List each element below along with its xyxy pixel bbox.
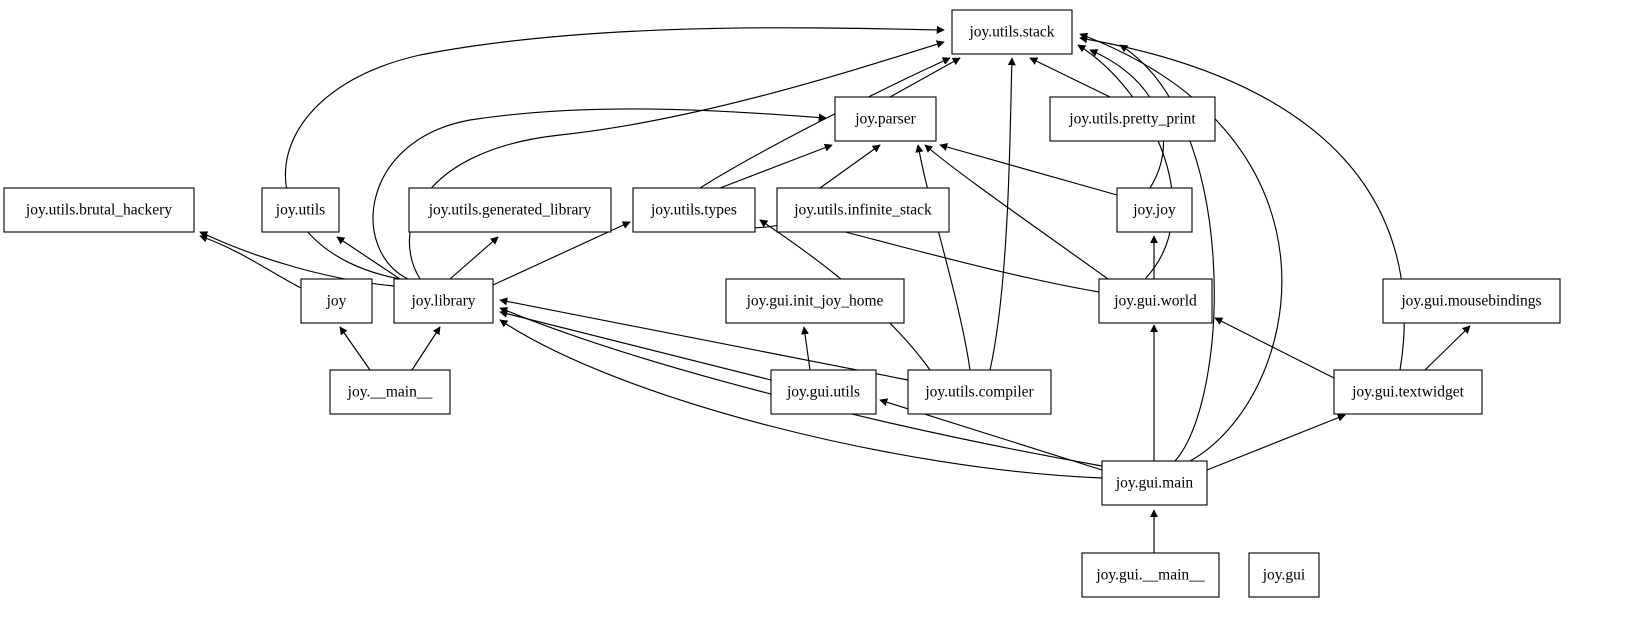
node-box xyxy=(907,369,1052,415)
node-box xyxy=(1248,552,1320,598)
node-label: joy.parser xyxy=(854,111,916,128)
node-joy-gui-mousebindings[interactable]: joy.gui.mousebindings xyxy=(1382,278,1561,324)
node-box xyxy=(1116,187,1193,233)
edge-textwidget-to-mousebindings xyxy=(1424,325,1471,371)
node-layer: joy.utils.stack joy.parser joy.utils.prett… xyxy=(3,9,1561,598)
edge-guiutils-to-initjoyhome xyxy=(801,326,811,371)
edge-compiler-to-parser xyxy=(915,144,971,371)
node-label: joy.gui.init_joy_home xyxy=(746,293,884,310)
node-label: joy.utils.stack xyxy=(968,24,1054,41)
node-box xyxy=(3,187,195,233)
edge-library-to-stack xyxy=(284,25,945,280)
edge-guimain-to-textwidget xyxy=(1206,413,1346,471)
node-box xyxy=(329,369,451,415)
edge-library-to-generatedlibrary xyxy=(449,236,499,280)
edge-library-to-stack-b xyxy=(408,40,945,280)
edge-types-to-stack xyxy=(699,57,951,189)
node-box xyxy=(1049,96,1216,142)
node-box xyxy=(1333,369,1483,415)
node-box xyxy=(632,187,756,233)
node-joy-library[interactable]: joy.library xyxy=(393,278,494,324)
edge-guimain-to-joyjoy xyxy=(1119,44,1215,462)
edge-library-to-utils xyxy=(336,236,401,280)
edge-guiutils-to-library xyxy=(499,309,772,381)
node-label: joy.gui.textwidget xyxy=(1351,384,1464,401)
edge-joy-to-brutalhackery xyxy=(199,234,302,289)
node-joy-gui-main[interactable]: joy.gui.main xyxy=(1101,460,1208,506)
node-label: joy.utils.pretty_print xyxy=(1068,111,1196,128)
node-joy[interactable]: joy xyxy=(300,278,373,324)
node-label: joy.gui.utils xyxy=(786,384,860,401)
node-label: joy xyxy=(326,293,347,310)
node-box xyxy=(261,187,340,233)
edge-infinitestack-to-parser xyxy=(819,144,881,189)
node-joy-gui-textwidget[interactable]: joy.gui.textwidget xyxy=(1333,369,1483,415)
node-box xyxy=(408,187,612,233)
node-box xyxy=(393,278,494,324)
node-joy-gui-utils[interactable]: joy.gui.utils xyxy=(770,369,877,415)
node-joy-utils-stack[interactable]: joy.utils.stack xyxy=(951,9,1073,55)
node-label: joy.gui.__main__ xyxy=(1095,567,1205,584)
node-box xyxy=(770,369,877,415)
node-box xyxy=(300,278,373,324)
node-joy-parser[interactable]: joy.parser xyxy=(834,96,937,142)
node-joy-utils-compiler[interactable]: joy.utils.compiler xyxy=(907,369,1052,415)
node-joy-utils-pretty-print[interactable]: joy.utils.pretty_print xyxy=(1049,96,1216,142)
edge-compiler-to-library xyxy=(499,297,909,381)
node-box xyxy=(1098,278,1213,324)
node-label: joy.utils.generated_library xyxy=(428,202,592,219)
edge-world-to-stack xyxy=(1077,44,1174,280)
node-box xyxy=(725,278,905,324)
node-label: joy.gui.mousebindings xyxy=(1400,293,1541,310)
node-box xyxy=(776,187,950,233)
edge-compiler-to-stack xyxy=(989,57,1016,371)
node-joy---main--[interactable]: joy.__main__ xyxy=(329,369,451,415)
node-joy-gui-world[interactable]: joy.gui.world xyxy=(1098,278,1213,324)
node-box xyxy=(951,9,1073,55)
edge-world-to-parser xyxy=(924,144,1109,280)
node-joy-utils[interactable]: joy.utils xyxy=(261,187,340,233)
node-label: joy.utils.infinite_stack xyxy=(793,202,932,219)
node-box xyxy=(1101,460,1208,506)
node-label: joy.joy xyxy=(1132,202,1176,219)
node-joy-joy[interactable]: joy.joy xyxy=(1116,187,1193,233)
edge-textwidget-to-world xyxy=(1214,317,1335,379)
node-label: joy.utils.types xyxy=(650,202,737,219)
node-box xyxy=(1382,278,1561,324)
edge-library-to-brutalhackery xyxy=(199,231,395,287)
edge-compiler-to-types xyxy=(759,219,931,371)
node-joy-gui-init-joy-home[interactable]: joy.gui.init_joy_home xyxy=(725,278,905,324)
node-label: joy.utils.compiler xyxy=(924,384,1034,401)
node-joy-gui---main--[interactable]: joy.gui.__main__ xyxy=(1081,552,1220,598)
node-box xyxy=(1081,552,1220,598)
edge-guimain-to-library xyxy=(499,319,1103,479)
edge-joymain-to-joy xyxy=(339,326,371,371)
node-joy-utils-types[interactable]: joy.utils.types xyxy=(632,187,756,233)
edge-joymain-to-library xyxy=(411,326,441,371)
node-label: joy.utils.brutal_hackery xyxy=(25,202,172,219)
node-label: joy.library xyxy=(411,293,476,310)
edge-joyjoy-to-parser xyxy=(939,143,1118,196)
node-joy-utils-brutal-hackery[interactable]: joy.utils.brutal_hackery xyxy=(3,187,195,233)
node-label: joy.gui.world xyxy=(1113,293,1197,310)
edge-guimain-to-stack xyxy=(1079,32,1283,462)
node-joy-gui[interactable]: joy.gui xyxy=(1248,552,1320,598)
node-joy-utils-generated-library[interactable]: joy.utils.generated_library xyxy=(408,187,612,233)
edge-parser-to-stack xyxy=(889,57,961,98)
edge-library-to-parser xyxy=(372,108,827,280)
node-label: joy.gui.main xyxy=(1115,475,1194,492)
node-box xyxy=(834,96,937,142)
node-label: joy.utils xyxy=(275,202,325,219)
edge-prettyprint-to-stack xyxy=(1029,57,1111,98)
node-label: joy.__main__ xyxy=(347,384,433,401)
node-joy-utils-infinite-stack[interactable]: joy.utils.infinite_stack xyxy=(776,187,950,233)
edge-types-to-parser xyxy=(719,143,833,189)
node-label: joy.gui xyxy=(1262,567,1306,584)
